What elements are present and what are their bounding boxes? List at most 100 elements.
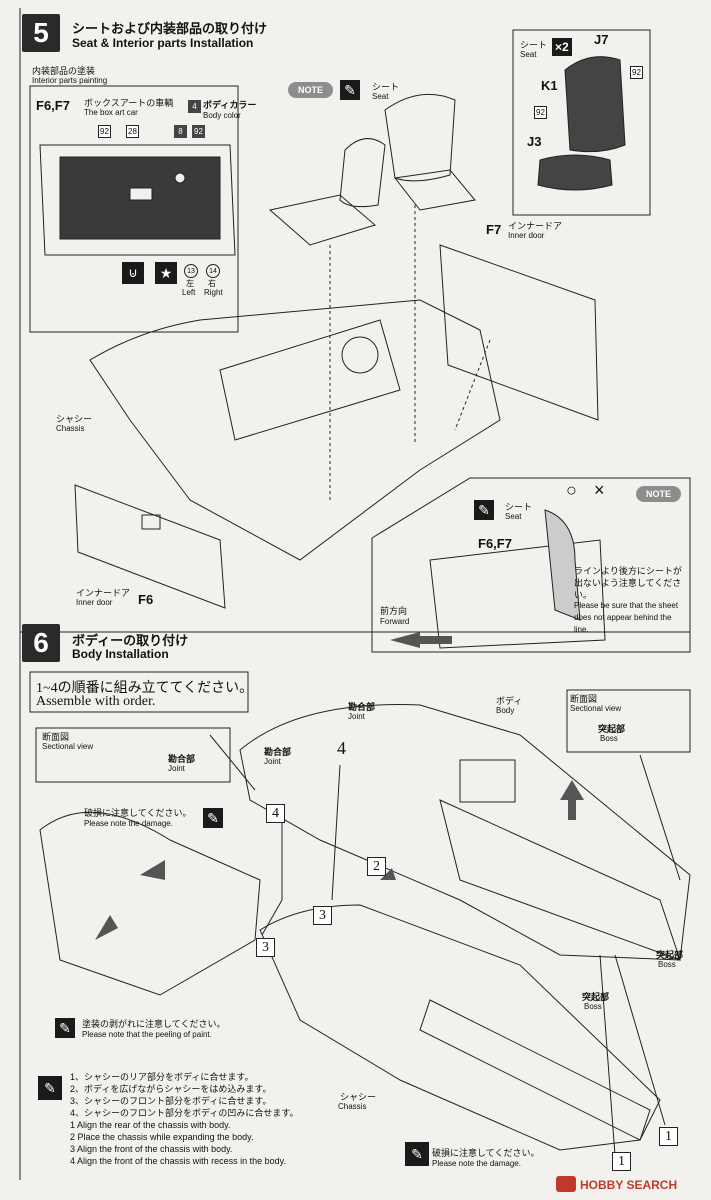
instruction-en-2: 2 Place the chassis while expanding the …: [70, 1132, 254, 1142]
note-badge: NOTE: [636, 486, 682, 502]
forward-en: Forward: [380, 617, 410, 626]
boss-en: Boss: [584, 1002, 602, 1011]
note2-text-jp: ラインより後方にシートが出ないよう注意してください。: [574, 566, 682, 600]
paint-number: 8: [174, 125, 187, 138]
chassis-jp: シャシー: [340, 1092, 377, 1102]
step5-title-jp: シートおよび内装部品の取り付け: [72, 21, 268, 36]
inner-door-jp: インナードア: [76, 588, 131, 598]
seat-box-jp: シート: [520, 40, 548, 50]
paint-brush-icon: ✎: [55, 1018, 75, 1038]
joint-en: Joint: [168, 764, 185, 773]
left-en: Left: [182, 288, 196, 297]
sequence-1: 1: [659, 1127, 678, 1146]
part-j3: J3: [527, 134, 542, 149]
section-en: Sectional view: [42, 742, 94, 751]
right-en: Right: [204, 288, 223, 297]
boss-en: Boss: [658, 960, 676, 969]
bodycolor-number: 4: [188, 100, 201, 113]
section-en: Sectional view: [570, 704, 622, 713]
sequence-3: 3: [313, 906, 332, 925]
decal-number-right: 14: [206, 264, 220, 278]
joint-jp: 勘合部: [348, 702, 376, 712]
chassis-jp: シャシー: [56, 414, 93, 424]
damage-en: Please note the damage.: [84, 819, 173, 828]
f6-label: F6: [138, 592, 154, 607]
sequence-2: 2: [367, 857, 386, 876]
section-jp: 断面図: [570, 694, 598, 704]
instruction-jp-4: 4、シャシーのフロント部分をボディの凹みに合せます。: [70, 1108, 299, 1118]
joint-jp: 勘合部: [264, 747, 292, 757]
paint-brush-icon: ✎: [340, 80, 360, 100]
instruction-jp-1: 1、シャシーのリア部分をボディに合せます。: [70, 1072, 254, 1082]
seat-count: ×2: [552, 38, 572, 56]
chassis-en: Chassis: [338, 1102, 367, 1111]
boss-jp: 突起部: [598, 724, 626, 734]
paint-brush-icon: ✎: [474, 500, 494, 520]
step6-title-en: Body Installation: [72, 647, 169, 661]
section-jp: 断面図: [42, 732, 70, 742]
note2-text-en: Please be sure that the sheet does not a…: [574, 601, 679, 634]
left-jp: 左: [186, 279, 194, 288]
note2-seat-jp: シート: [505, 502, 533, 512]
inner-door-en: Inner door: [508, 231, 545, 240]
sequence-1: 1: [612, 1152, 631, 1171]
step-number-6: 6: [22, 624, 60, 662]
chassis-en: Chassis: [56, 424, 85, 433]
glue-icon: ⊍: [122, 262, 144, 284]
watermark: HOBBY SEARCH: [580, 1178, 678, 1192]
damage-en: Please note the damage.: [432, 1159, 521, 1168]
joint-jp: 勘合部: [168, 754, 196, 764]
ok-mark: ○: [566, 480, 577, 500]
paint-brush-icon: ✎: [38, 1076, 62, 1100]
instruction-jp-3: 3、シャシーのフロント部分をボディに合せます。: [70, 1096, 272, 1106]
part-92: 92: [534, 106, 547, 119]
body-jp: ボディ: [496, 696, 523, 706]
peel-en: Please note that the peeling of paint.: [82, 1030, 212, 1039]
seat-box-en: Seat: [520, 50, 537, 59]
damage-jp: 破損に注意してください。: [84, 808, 192, 818]
body-en: Body: [496, 706, 515, 715]
paint-brush-icon: ✎: [203, 808, 223, 828]
sequence-4-top: 4: [337, 738, 346, 758]
instruction-en-4: 4 Align the front of the chassis with re…: [70, 1156, 286, 1166]
instruction-jp-2: 2、ボディを広げながらシャシーをはめ込みます。: [70, 1084, 272, 1094]
painting-jp: 内装部品の塗装: [32, 66, 96, 76]
bodycolor-en: Body color: [203, 111, 241, 120]
joint-en: Joint: [264, 757, 281, 766]
paint-number: 92: [192, 125, 205, 138]
sequence-4: 4: [266, 804, 285, 823]
peel-jp: 塗装の剥がれに注意してください。: [82, 1019, 226, 1029]
forward-jp: 前方向: [380, 606, 408, 616]
instruction-en-3: 3 Align the front of the chassis with bo…: [70, 1144, 233, 1154]
paint-brush-icon: ✎: [405, 1142, 429, 1166]
boss-en: Boss: [600, 734, 618, 743]
inner-door-jp: インナードア: [508, 221, 563, 231]
note2-seat-en: Seat: [505, 512, 522, 521]
boss-jp: 突起部: [582, 992, 610, 1002]
step6-title-jp: ボディーの取り付け: [72, 633, 189, 648]
bodycolor-jp: ボディカラー: [203, 100, 257, 110]
step5-title-en: Seat & Interior parts Installation: [72, 36, 254, 50]
painting-en: Interior parts painting: [32, 76, 108, 85]
note2-f6f7: F6,F7: [478, 536, 512, 551]
part-k1: K1: [541, 78, 558, 93]
paint-number: 92: [98, 125, 111, 138]
order-jp: 1~4の順番に組み立ててください。: [36, 681, 254, 696]
part-j7: J7: [594, 32, 609, 47]
inner-door-en: Inner door: [76, 598, 113, 607]
seat-label-jp: シート: [372, 82, 400, 92]
boxart-jp: ボックスアートの車輌: [84, 98, 174, 108]
ng-mark: ×: [594, 480, 605, 500]
paint-number: 28: [126, 125, 139, 138]
instruction-en-1: 1 Align the rear of the chassis with bod…: [70, 1120, 231, 1130]
joint-en: Joint: [348, 712, 365, 721]
f7-label: F7: [486, 222, 502, 237]
instructions-jp: 1、シャシーのリア部分をボディに合せます。 2、ボディを広げながらシャシーをはめ…: [70, 1071, 298, 1167]
order-en: Assemble with order.: [36, 694, 156, 709]
boxart-en: The box art car: [84, 108, 138, 117]
step-number-5: 5: [22, 14, 60, 52]
part-92: 92: [630, 66, 643, 79]
boss-jp: 突起部: [656, 950, 684, 960]
sequence-3: 3: [256, 938, 275, 957]
